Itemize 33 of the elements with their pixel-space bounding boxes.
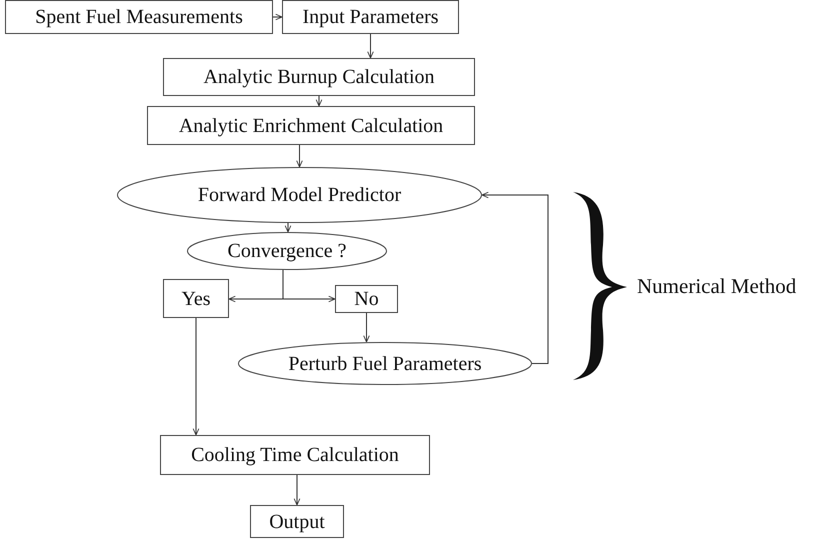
node-label: No xyxy=(354,289,379,309)
arrow xyxy=(316,96,322,106)
arrow xyxy=(192,318,200,436)
process-box xyxy=(147,106,475,145)
node-label: Spent Fuel Measurements xyxy=(35,7,243,27)
process-box xyxy=(250,505,344,538)
process-ellipse xyxy=(187,232,387,270)
node-label: Perturb Fuel Parameters xyxy=(288,354,482,374)
process-box xyxy=(163,279,229,318)
node-label: Output xyxy=(269,512,325,532)
process-box xyxy=(163,58,475,96)
node-label: Convergence ? xyxy=(227,241,347,261)
arrow xyxy=(294,474,300,506)
arrow xyxy=(284,222,292,232)
process-box xyxy=(282,0,459,34)
arrow xyxy=(282,270,336,302)
process-box xyxy=(335,285,398,313)
arrow xyxy=(482,192,548,364)
process-ellipse xyxy=(117,167,482,223)
process-box xyxy=(5,0,273,34)
node-label: Forward Model Predictor xyxy=(198,185,402,205)
arrow xyxy=(367,34,374,58)
node-label: Yes xyxy=(181,288,211,308)
node-label: Analytic Enrichment Calculation xyxy=(178,116,444,136)
node-label: Cooling Time Calculation xyxy=(191,445,399,465)
node-label: Input Parameters xyxy=(302,7,439,27)
arrow xyxy=(296,144,303,168)
node-label: Analytic Burnup Calculation xyxy=(203,67,435,87)
process-box xyxy=(160,435,430,475)
arrow xyxy=(272,14,282,20)
group-label: Numerical Method xyxy=(637,276,796,297)
process-ellipse xyxy=(238,342,532,385)
arrow xyxy=(363,312,370,342)
